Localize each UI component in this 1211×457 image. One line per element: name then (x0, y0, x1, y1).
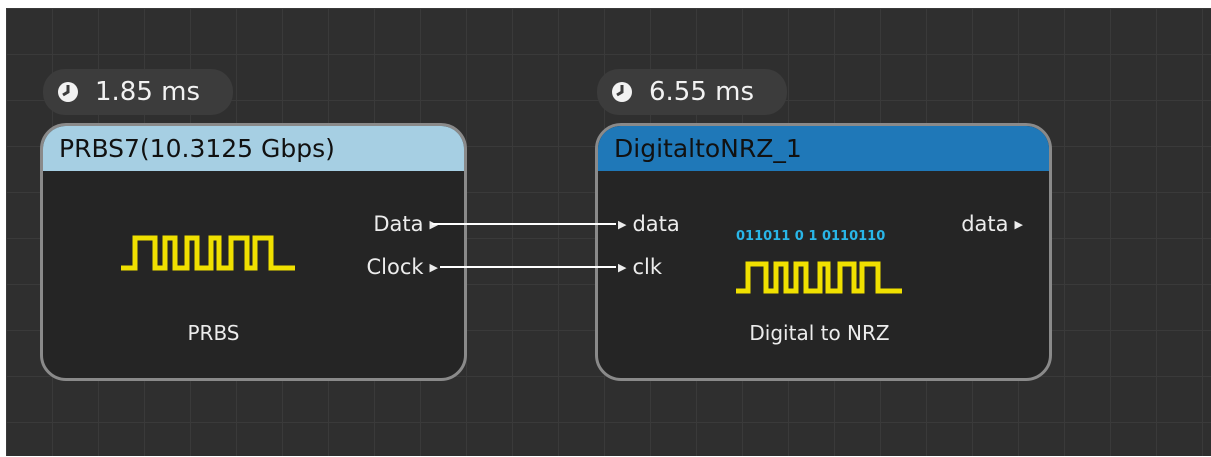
node-header[interactable]: DigitaltoNRZ_1 (598, 126, 1049, 171)
node-editor-canvas[interactable]: 1.85 ms 6.55 ms PRBS7(10.3125 Gbps) Data… (6, 8, 1211, 456)
square-wave-icon (121, 235, 295, 271)
node-title: DigitaltoNRZ_1 (614, 134, 802, 163)
node-title: PRBS7(10.3125 Gbps) (59, 134, 335, 163)
node-timing-badge: 1.85 ms (43, 69, 233, 115)
port-arrow-icon: ▶ (1014, 217, 1023, 231)
node-label: Digital to NRZ (749, 321, 890, 345)
square-wave-icon (736, 261, 902, 294)
output-port-data[interactable]: Data▶ (373, 212, 438, 236)
timing-value: 1.85 ms (95, 77, 201, 107)
timing-value: 6.55 ms (649, 77, 755, 107)
node-timing-badge: 6.55 ms (597, 69, 787, 115)
bit-sequence: 011011 0 1 0110110 (736, 229, 886, 244)
prbs-node[interactable]: PRBS7(10.3125 Gbps) Data▶ Clock▶ PRBS (40, 123, 467, 381)
clock-icon (58, 82, 78, 102)
port-arrow-icon: ▶ (618, 217, 627, 231)
connection-wires (432, 223, 616, 268)
port-arrow-icon: ▶ (429, 260, 438, 274)
input-port-data[interactable]: ▶data (618, 212, 680, 236)
node-header[interactable]: PRBS7(10.3125 Gbps) (43, 126, 464, 171)
digital-to-nrz-node[interactable]: DigitaltoNRZ_1 ▶data ▶clk data▶ 011011 0… (595, 123, 1052, 381)
port-arrow-icon: ▶ (618, 260, 627, 274)
clock-icon (612, 82, 632, 102)
output-port-data[interactable]: data▶ (961, 212, 1023, 236)
output-port-clock[interactable]: Clock▶ (366, 255, 438, 279)
input-port-clk[interactable]: ▶clk (618, 255, 663, 279)
node-label: PRBS (187, 321, 240, 345)
